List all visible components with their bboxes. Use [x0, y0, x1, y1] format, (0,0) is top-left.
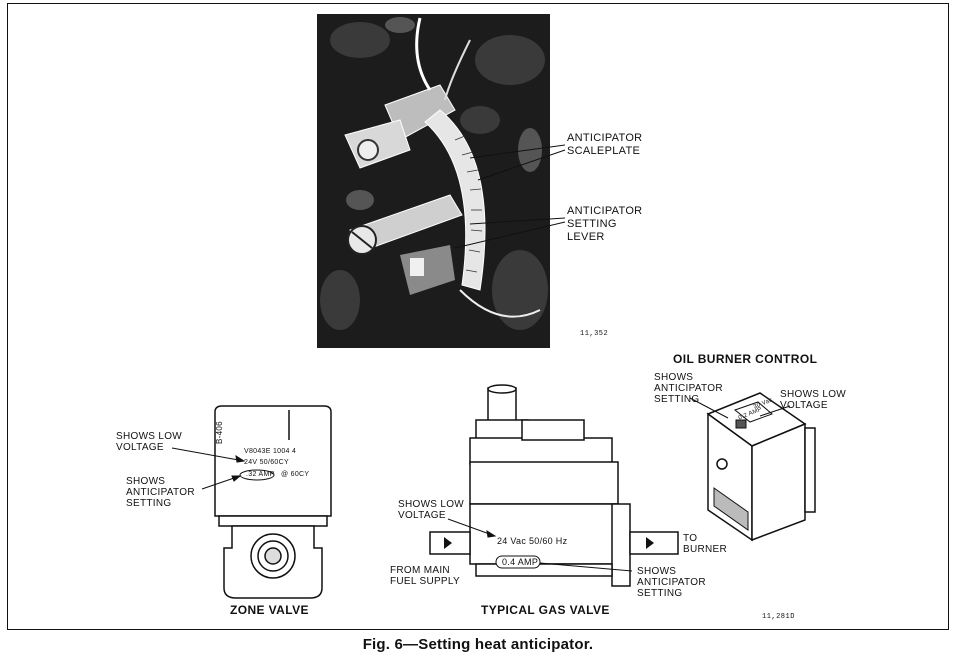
zone-nameplate-amp: .32 AMP	[246, 471, 275, 478]
zone-anticipator-line2: ANTICIPATOR	[126, 487, 195, 498]
zone-valve-drawing	[214, 405, 332, 599]
photo-leader-lines	[454, 144, 566, 249]
gas-flow-arrows	[444, 537, 654, 549]
gas-anticipator-line3: SETTING	[637, 588, 683, 599]
gas-to-burner-line1: TO	[683, 533, 698, 544]
figure-frame	[7, 3, 949, 630]
figure-caption: Fig. 6—Setting heat anticipator.	[362, 636, 594, 653]
zone-valve-title: ZONE VALVE	[230, 603, 309, 617]
oil-burner-title: OIL BURNER CONTROL	[673, 352, 818, 366]
gas-voltage-text: 24 Vac 50/60 Hz	[497, 536, 568, 546]
zone-valve-leaders	[171, 447, 246, 490]
oil-burner-leaders	[689, 397, 791, 419]
lever-label-line2: SETTING	[567, 218, 617, 230]
zone-low-voltage-line1: SHOWS LOW	[116, 431, 183, 442]
zone-nameplate-freq: @ 60CY	[281, 471, 310, 478]
zone-anticipator-line3: SETTING	[126, 498, 172, 509]
gas-anticipator-line1: SHOWS	[637, 566, 677, 577]
lever-label-line3: LEVER	[567, 231, 605, 243]
gas-valve-title: TYPICAL GAS VALVE	[481, 603, 610, 617]
gas-from-supply-line2: FUEL SUPPLY	[390, 576, 460, 587]
oil-anticipator-line3: SETTING	[654, 394, 700, 405]
zone-nameplate-line1: V8043E 1004 4	[244, 448, 297, 455]
scaleplate-label-line2: SCALEPLATE	[567, 145, 641, 157]
zone-low-voltage-line2: VOLTAGE	[116, 442, 164, 453]
zone-anticipator-line1: SHOWS	[126, 476, 166, 487]
oil-anticipator-line2: ANTICIPATOR	[654, 383, 723, 394]
drawing-number: 11,281D	[762, 613, 795, 621]
gas-anticipator-line2: ANTICIPATOR	[637, 577, 706, 588]
oil-low-voltage-line2: VOLTAGE	[780, 400, 828, 411]
gas-low-voltage-line2: VOLTAGE	[398, 510, 446, 521]
lever-label-line1: ANTICIPATOR	[567, 205, 643, 217]
zone-side-code: B-406	[215, 421, 224, 444]
gas-valve-leaders	[447, 518, 633, 572]
gas-from-supply-line1: FROM MAIN	[390, 565, 450, 576]
zone-nameplate-line2: 24V 50/60CY	[244, 459, 289, 466]
thermostat-photo	[317, 14, 550, 348]
oil-burner-drawing	[706, 392, 816, 542]
oil-anticipator-line1: SHOWS	[654, 372, 694, 383]
photo-number: 11,352	[580, 330, 609, 338]
oil-low-voltage-line1: SHOWS LOW	[780, 389, 847, 400]
gas-amp-text: 0.4 AMP	[502, 557, 539, 567]
gas-low-voltage-line1: SHOWS LOW	[398, 499, 465, 510]
gas-valve-drawing	[429, 384, 679, 587]
scaleplate-label-line1: ANTICIPATOR	[567, 132, 643, 144]
gas-to-burner-line2: BURNER	[683, 544, 728, 555]
